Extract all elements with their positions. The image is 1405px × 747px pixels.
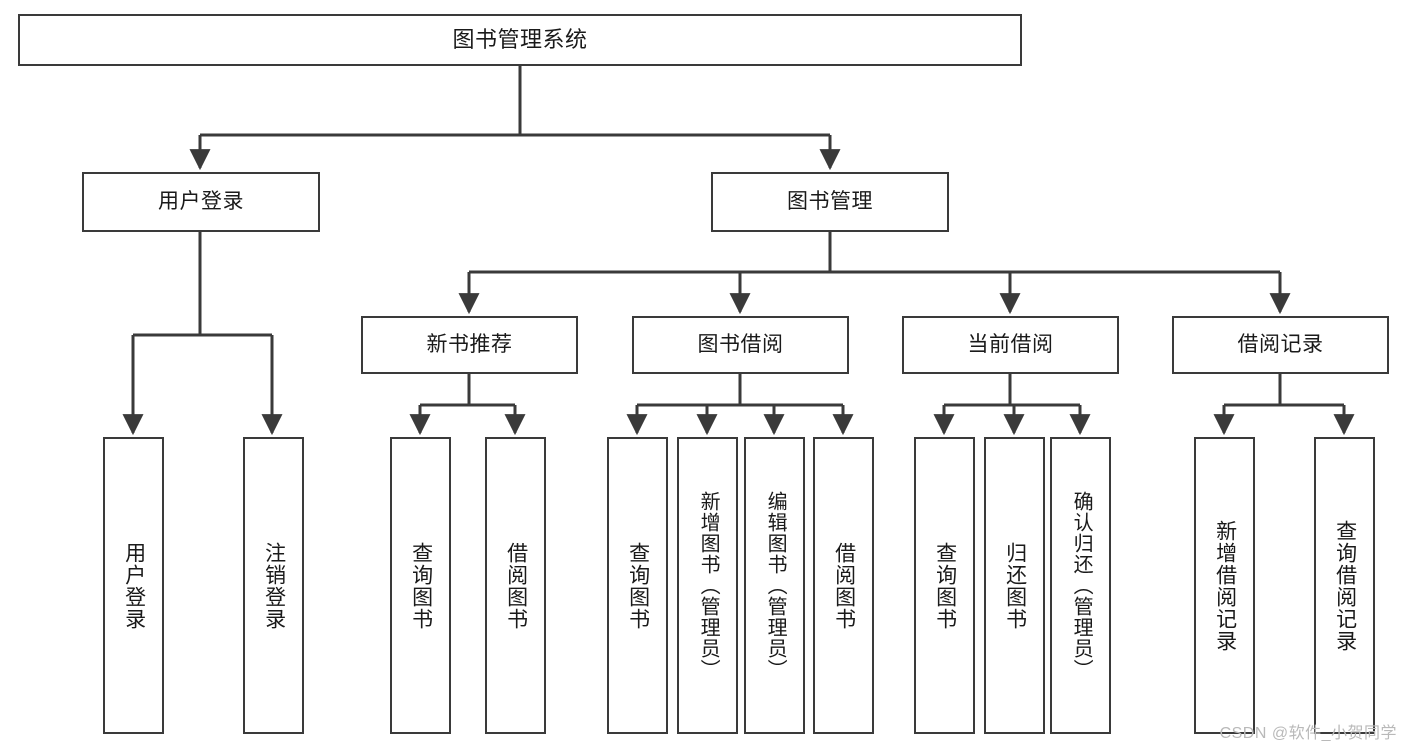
node-borrow-record[interactable]: 借阅记录 — [1172, 316, 1389, 374]
leaf-edit-book-label: 编辑图书（管理员） — [764, 491, 787, 680]
leaf-query-book-3[interactable]: 查询图书 — [914, 437, 975, 734]
node-current-borrow-label: 当前借阅 — [967, 332, 1054, 356]
node-new-book-rec-label: 新书推荐 — [426, 332, 513, 356]
leaf-query-record[interactable]: 查询借阅记录 — [1314, 437, 1375, 734]
leaf-confirm-return-label: 确认归还（管理员） — [1070, 491, 1093, 680]
leaf-edit-book[interactable]: 编辑图书（管理员） — [744, 437, 805, 734]
leaf-user-login[interactable]: 用户登录 — [103, 437, 164, 734]
leaf-borrow-book-2[interactable]: 借阅图书 — [813, 437, 874, 734]
leaf-query-book-1[interactable]: 查询图书 — [390, 437, 451, 734]
leaf-query-book-2[interactable]: 查询图书 — [607, 437, 668, 734]
leaf-query-book-2-label: 查询图书 — [626, 541, 650, 630]
leaf-query-book-3-label: 查询图书 — [933, 541, 957, 630]
leaf-return-book[interactable]: 归还图书 — [984, 437, 1045, 734]
node-borrow-record-label: 借阅记录 — [1237, 332, 1324, 356]
node-book-borrow[interactable]: 图书借阅 — [632, 316, 849, 374]
leaf-user-logout[interactable]: 注销登录 — [243, 437, 304, 734]
leaf-add-record-label: 新增借阅记录 — [1213, 519, 1237, 652]
node-current-borrow[interactable]: 当前借阅 — [902, 316, 1119, 374]
node-book-manage[interactable]: 图书管理 — [711, 172, 949, 232]
node-root[interactable]: 图书管理系统 — [18, 14, 1022, 66]
leaf-borrow-book-1-label: 借阅图书 — [504, 541, 528, 630]
node-user-login[interactable]: 用户登录 — [82, 172, 320, 232]
leaf-user-login-label: 用户登录 — [122, 541, 146, 630]
node-root-label: 图书管理系统 — [452, 27, 588, 53]
leaf-return-book-label: 归还图书 — [1003, 541, 1027, 630]
csdn-watermark: CSDN @软件_小贺同学 — [1219, 725, 1397, 742]
leaf-borrow-book-1[interactable]: 借阅图书 — [485, 437, 546, 734]
leaf-add-book-label: 新增图书（管理员） — [697, 491, 720, 680]
node-new-book-rec[interactable]: 新书推荐 — [361, 316, 578, 374]
node-book-borrow-label: 图书借阅 — [697, 332, 784, 356]
node-book-manage-label: 图书管理 — [787, 189, 873, 213]
node-user-login-label: 用户登录 — [158, 189, 244, 213]
leaf-query-record-label: 查询借阅记录 — [1333, 519, 1357, 652]
leaf-add-record[interactable]: 新增借阅记录 — [1194, 437, 1255, 734]
leaf-query-book-1-label: 查询图书 — [409, 541, 433, 630]
leaf-user-logout-label: 注销登录 — [262, 541, 286, 630]
leaf-borrow-book-2-label: 借阅图书 — [832, 541, 856, 630]
leaf-add-book[interactable]: 新增图书（管理员） — [677, 437, 738, 734]
leaf-confirm-return[interactable]: 确认归还（管理员） — [1050, 437, 1111, 734]
